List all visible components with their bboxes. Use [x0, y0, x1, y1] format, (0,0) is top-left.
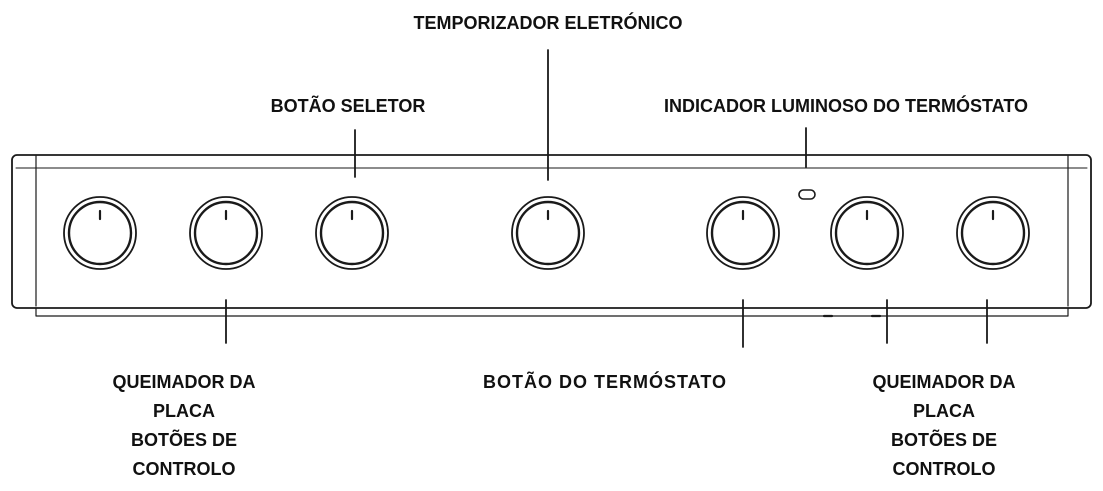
label-thermostat-knob: BOTÃO DO TERMÓSTATO: [483, 372, 727, 392]
thermostat-knob: [706, 196, 780, 270]
label-right-burner-line3: BOTÕES DE: [890, 430, 997, 450]
label-selector: BOTÃO SELETOR: [270, 96, 426, 116]
label-left-burner-line2: PLACA: [153, 401, 215, 421]
burner-knob-4: [956, 196, 1030, 270]
selector-knob: [315, 196, 389, 270]
label-right-burner-line4: CONTROLO: [892, 459, 996, 479]
label-left-burner: QUEIMADOR DA PLACA BOTÕES DE CONTROLO: [54, 368, 314, 484]
label-left-burner-line3: BOTÕES DE: [130, 430, 237, 450]
burner-knob-3: [830, 196, 904, 270]
label-right-burner: QUEIMADOR DA PLACA BOTÕES DE CONTROLO: [814, 368, 1074, 484]
burner-knob-1: [63, 196, 137, 270]
label-timer: TEMPORIZADOR ELETRÓNICO: [413, 13, 683, 33]
label-thermostat-light: INDICADOR LUMINOSO DO TERMÓSTATO: [664, 96, 1028, 116]
label-left-burner-line4: CONTROLO: [132, 459, 236, 479]
burner-knob-2: [189, 196, 263, 270]
timer-knob: [511, 196, 585, 270]
label-right-burner-line2: PLACA: [913, 401, 975, 421]
thermostat-indicator-light: [798, 189, 816, 200]
label-right-burner-line1: QUEIMADOR DA: [872, 372, 1016, 392]
control-panel: [11, 154, 1092, 318]
label-left-burner-line1: QUEIMADOR DA: [112, 372, 256, 392]
